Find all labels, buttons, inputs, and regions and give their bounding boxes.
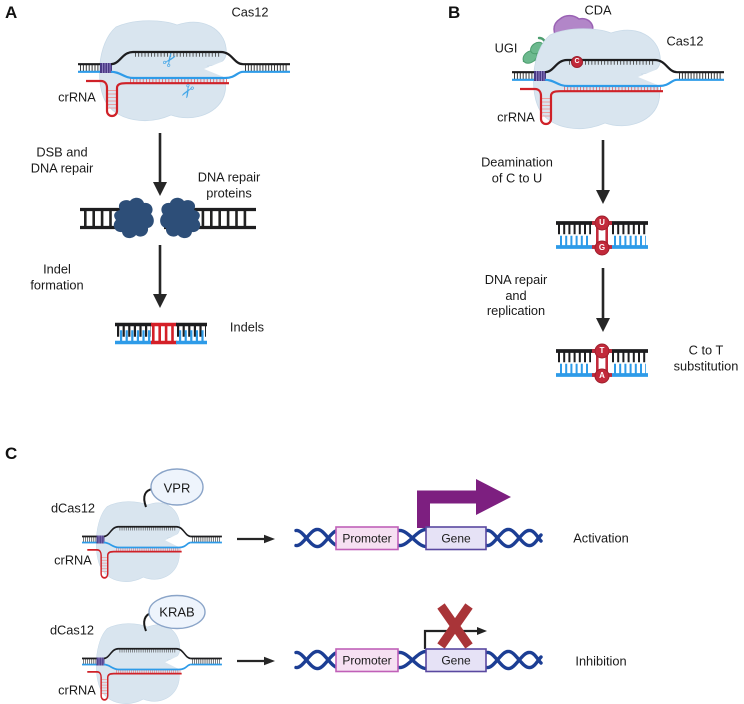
krab-bubble <box>148 594 206 630</box>
arrow-down-b2 <box>596 268 610 332</box>
base-g-letter: G <box>598 243 606 252</box>
gene-box <box>425 648 487 673</box>
gene-box <box>425 526 487 551</box>
panel-b-graphics <box>512 14 724 384</box>
crrna-label-a: crRNA <box>58 89 96 105</box>
base-g-circle <box>594 240 610 256</box>
indel-formation-label: Indel formation <box>30 261 84 293</box>
arrow-right-c1 <box>237 534 275 544</box>
arrow-right-c2 <box>237 656 275 666</box>
broken-dna <box>80 197 256 239</box>
panel-c-letter: C <box>5 444 18 463</box>
cda-label: CDA <box>584 2 612 18</box>
crrna-label-c1: crRNA <box>54 552 92 568</box>
panel-c-graphics <box>82 468 543 704</box>
base-u-circle <box>594 215 610 231</box>
indels-label: Indels <box>229 319 265 335</box>
gene-label-2: Gene <box>441 653 471 668</box>
inhibition-label: Inhibition <box>575 653 627 669</box>
deamination-label: Deamination of C to U <box>481 154 553 186</box>
panel-a-letter: A <box>5 3 18 22</box>
repair-protein-blob <box>160 197 201 239</box>
arrow-down-a1 <box>153 133 167 196</box>
dcas12-label-1: dCas12 <box>50 500 96 516</box>
ugi-label: UGI <box>494 40 518 56</box>
base-t-circle <box>594 343 610 359</box>
promoter-label-2: Promoter <box>342 653 392 668</box>
ug-dna <box>556 215 648 256</box>
dcas12-complex-vpr <box>82 502 222 582</box>
target-c-circle <box>571 56 583 68</box>
vpr-label: VPR <box>163 480 191 496</box>
base-t-letter: T <box>599 346 605 355</box>
gene-label-1: Gene <box>441 531 471 546</box>
crrna-label-b: crRNA <box>497 109 535 125</box>
c-to-t-label: C to T substitution <box>673 342 739 374</box>
base-u-letter: U <box>599 218 605 227</box>
ta-dna <box>556 343 648 384</box>
helix-row2 <box>294 649 543 671</box>
promoter-label-1: Promoter <box>342 531 392 546</box>
dcas12-complex-krab <box>82 624 222 704</box>
base-c-letter: C <box>574 58 580 65</box>
arrow-down-a2 <box>153 245 167 308</box>
panel-b-letter: B <box>448 3 461 22</box>
cas12-label-b: Cas12 <box>666 33 704 49</box>
dcas12-label-2: dCas12 <box>49 622 95 638</box>
cas12-complex-a <box>78 21 290 121</box>
krab-label: KRAB <box>159 604 195 620</box>
repair-replication-label: DNA repair and replication <box>484 271 548 318</box>
promoter-box <box>335 526 399 551</box>
repair-proteins-label: DNA repair proteins <box>197 169 261 201</box>
base-a-letter: A <box>599 371 605 380</box>
activation-arrow <box>417 479 511 528</box>
promoter-box <box>335 648 399 673</box>
arrow-down-b1 <box>596 140 610 204</box>
activation-label: Activation <box>573 530 629 546</box>
indel-dna <box>115 322 207 345</box>
base-a-circle <box>594 368 610 384</box>
vpr-bubble <box>150 468 204 506</box>
cas12-label-a: Cas12 <box>231 4 269 20</box>
repair-protein-blob <box>113 197 154 239</box>
inhibition-x-icon <box>437 603 473 649</box>
helix-row1 <box>294 527 543 549</box>
crrna-label-c2: crRNA <box>58 682 96 698</box>
dsb-repair-label: DSB and DNA repair <box>30 144 94 176</box>
panel-a-graphics: ✂ ✂ <box>78 21 290 345</box>
